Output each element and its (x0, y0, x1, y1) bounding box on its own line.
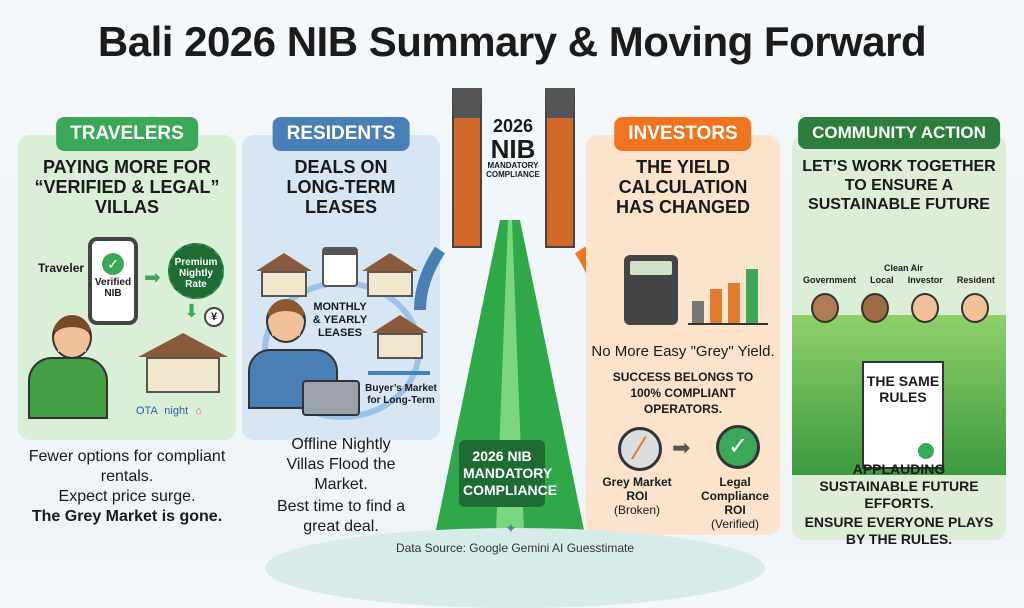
investors-panel: INVESTORS THE YIELD CALCULATION HAS CHAN… (586, 117, 780, 535)
sparkle-icon: ✦ (505, 520, 517, 536)
travelers-bold-line: The Grey Market is gone. (31, 508, 223, 525)
rules-document: THE SAME RULES (862, 361, 944, 469)
data-source: Data Source: Google Gemini AI Guesstimat… (395, 541, 635, 555)
arrow-down-icon: ⬇ (184, 301, 200, 321)
travelers-line: Fewer options for compliant rentals. (28, 448, 226, 485)
document-title: THE SAME RULES (866, 373, 940, 405)
travelers-line: Expect price surge. (58, 488, 196, 505)
people-labels: Government Local Investor Resident (796, 275, 1002, 285)
residents-panel: RESIDENTS DEALS ON LONG-TERM LEASES MONT… (242, 117, 440, 535)
seal-text: Premium Nightly Rate (174, 257, 218, 290)
clean-air-label: Clean Air (884, 263, 924, 273)
yen-icon: ¥ (204, 307, 224, 327)
community-panel: COMMUNITY ACTION LET’S WORK TOGETHER TO … (792, 117, 1006, 547)
house-icon (372, 315, 432, 363)
person-label: Resident (956, 275, 995, 285)
platform-logos: OTA night ⌂ (136, 405, 202, 417)
legal-roi-sub: (Verified) (710, 517, 760, 531)
grey-roi-text: Grey Market ROI (602, 475, 672, 503)
villa-icon (138, 333, 228, 395)
avatar (861, 293, 889, 323)
ota-logo: OTA (136, 405, 158, 417)
phone-icon: ✓ Verified NIB (88, 237, 138, 325)
house-icon (362, 253, 422, 301)
phone-text: Verified NIB (94, 277, 132, 299)
community-line: ENSURE EVERYONE PLAYS BY THE RULES. (804, 514, 994, 547)
investors-line1: No More Easy "Grey" Yield. (591, 343, 775, 360)
airbnb-icon: ⌂ (195, 405, 202, 417)
travelers-heading: PAYING MORE FOR “VERIFIED & LEGAL” VILLA… (34, 157, 220, 217)
house-icon (256, 253, 316, 301)
gate-sub: MANDATORY COMPLIANCE (486, 161, 540, 179)
investors-badge: INVESTORS (614, 117, 752, 151)
gate-year: 2026 (492, 116, 534, 136)
avatar (811, 293, 839, 323)
arrow-right-icon (368, 371, 430, 375)
investors-heading: THE YIELD CALCULATION HAS CHANGED (615, 157, 750, 217)
person-label: Local (870, 275, 894, 285)
gate-right (545, 88, 575, 248)
travelers-panel: TRAVELERS PAYING MORE FOR “VERIFIED & LE… (18, 117, 236, 525)
investors-line2: SUCCESS BELONGS TO 100% COMPLIANT OPERAT… (612, 370, 754, 416)
residents-heading: DEALS ON LONG-TERM LEASES (286, 157, 396, 217)
traveler-illustration (28, 315, 118, 425)
gate-nib: NIB (490, 134, 536, 164)
footer-hill (265, 528, 765, 608)
community-text: APPLAUDING SUSTAINABLE FUTURE EFFORTS. E… (792, 461, 1006, 548)
grey-roi-label: Grey Market ROI (Broken) (592, 475, 682, 517)
travelers-text: Fewer options for compliant rentals. Exp… (18, 447, 236, 527)
grey-roi-sub: (Broken) (613, 503, 660, 517)
calculator-icon (624, 255, 678, 325)
residents-line: Best time to find a great deal. (276, 498, 406, 535)
laptop-icon (302, 380, 360, 416)
traveler-label: Traveler (38, 261, 85, 275)
residents-badge: RESIDENTS (272, 117, 410, 151)
community-heading: LET’S WORK TOGETHER TO ENSURE A SUSTAINA… (802, 158, 996, 213)
person-label: Government (803, 275, 857, 285)
people-illustration (800, 293, 1000, 333)
market-label: Buyer’s Market for Long-Term (365, 383, 437, 406)
avatar (961, 293, 989, 323)
gate-sign: 2026 NIB MANDATORY COMPLIANCE (480, 116, 546, 179)
leases-label: MONTHLY & YEARLY LEASES (312, 301, 368, 339)
resident-illustration (248, 299, 312, 434)
gate-left (452, 88, 482, 248)
road-sign: 2026 NIB MANDATORY COMPLIANCE (459, 440, 557, 507)
legal-roi-text: Legal Compliance ROI (700, 475, 769, 517)
residents-text: Offline Nightly Villas Flood the Market.… (242, 435, 440, 537)
arrow-right-icon: ➡ (672, 435, 691, 460)
travelers-badge: TRAVELERS (56, 117, 198, 151)
growth-chart-icon (688, 265, 768, 325)
calendar-icon (322, 247, 358, 287)
arrow-right-icon: ➡ (144, 267, 161, 289)
broken-roi-icon: ⁄ (618, 427, 662, 471)
page-title: Bali 2026 NIB Summary & Moving Forward (97, 18, 927, 65)
avatar (911, 293, 939, 323)
community-line: APPLAUDING SUSTAINABLE FUTURE EFFORTS. (819, 461, 979, 511)
residents-line: Offline Nightly Villas Flood the Market. (286, 436, 396, 493)
approved-seal-icon (918, 443, 934, 459)
night-logo: night (164, 405, 189, 417)
verified-roi-icon: ✓ (716, 425, 760, 469)
check-icon: ✓ (102, 253, 124, 275)
legal-roi-label: Legal Compliance ROI (Verified) (690, 475, 780, 531)
premium-rate-seal: Premium Nightly Rate (168, 243, 224, 299)
community-badge: COMMUNITY ACTION (798, 117, 1000, 149)
person-label: Investor (907, 275, 943, 285)
left-arrow (414, 246, 446, 311)
